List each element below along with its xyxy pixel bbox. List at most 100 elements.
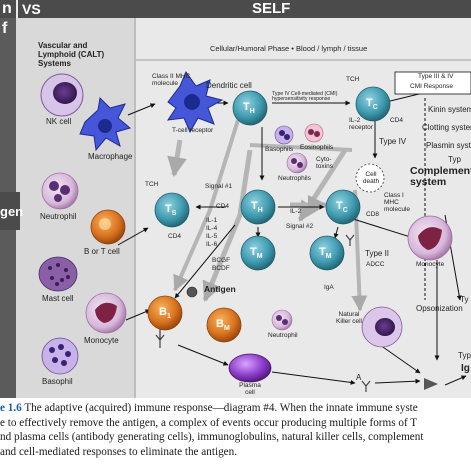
left-label-nk: NK cell xyxy=(46,117,72,126)
top-bar-text: Cellular/Humoral Phase • Blood / lymph /… xyxy=(210,44,368,53)
natural-killer-cell-image xyxy=(361,306,403,348)
left-title-2: Lymphoid (CALT) xyxy=(38,50,105,59)
label-cytotoxins: Cyto- toxins xyxy=(316,156,333,170)
label-clotting: Clotting system xyxy=(422,123,471,132)
label-monocyte-right: Monocyte xyxy=(416,261,445,268)
label-ig-right: Ig xyxy=(461,363,470,374)
left-label-bt: B or T cell xyxy=(84,247,120,256)
caption-line-2: e to effectively remove the antigen, a c… xyxy=(0,416,418,429)
label-type4-cmi: Type IV Cell-mediated (CMI) hypersensiti… xyxy=(272,91,338,103)
label-cd4-left: CD4 xyxy=(168,233,182,240)
left-label-monocyte: Monocyte xyxy=(84,336,119,345)
eosinophils-icon xyxy=(304,123,324,143)
tc-mid-letter: TC xyxy=(336,200,348,215)
header-self: SELF xyxy=(252,0,291,17)
b-or-t-cell-image xyxy=(90,209,126,245)
label-bcdf: BCDF xyxy=(212,265,230,272)
label-signal1: Signal #1 xyxy=(205,183,233,190)
antigen-complex-right xyxy=(424,378,438,390)
figure-panel: n VS SELF f Vascular and Lymphoid (CALT)… xyxy=(0,0,471,398)
label-cmi-response: CMI Response xyxy=(410,83,453,90)
label-class1-mhc: Class I MHC molecule xyxy=(384,192,411,213)
label-il1: IL-1 xyxy=(206,217,218,224)
antigen-icon xyxy=(186,286,198,298)
label-il2-receptor: IL-2 receptor xyxy=(349,117,373,131)
label-plasma-cell: Plasma cell xyxy=(239,382,261,396)
tc-cell-mid xyxy=(325,189,361,225)
label-neutrophils: Neutrophils xyxy=(278,175,311,182)
caption-fig-number: e 1.6 xyxy=(0,402,22,414)
antibody-glyphs xyxy=(155,234,371,392)
label-type2: Type II xyxy=(365,249,390,258)
plasma-cell-image xyxy=(228,353,272,383)
caption-line-1: e 1.6 The adaptive (acquired) immune res… xyxy=(0,402,418,414)
caption-line-3: nd plasma cells (antibody generating cel… xyxy=(0,431,424,444)
label-antigen: Antigen xyxy=(204,284,236,294)
left-label-neutrophil: Neutrophil xyxy=(40,212,77,221)
ts-cell xyxy=(154,192,190,228)
tc-cell-top xyxy=(355,86,391,122)
label-il4: IL-4 xyxy=(206,225,218,232)
neutrophil-mid-icon xyxy=(271,309,293,331)
mast-cell-image xyxy=(38,256,78,292)
ts-letter: TS xyxy=(165,203,177,218)
cmi-box xyxy=(394,71,471,95)
label-cell-death: Cell death xyxy=(362,171,380,185)
label-tch-mid: TCH xyxy=(145,181,159,188)
left-title-1: Vascular and xyxy=(38,41,88,50)
tm-left-letter: TM xyxy=(250,246,263,261)
monocyte-image-right xyxy=(407,215,453,261)
label-il2-mid: IL-2 xyxy=(290,208,302,215)
tm-right-letter: TM xyxy=(319,246,332,261)
header-left-bar xyxy=(0,0,16,18)
monocyte-image-left xyxy=(85,292,127,334)
label-dendritic: Dendritic cell xyxy=(206,81,252,90)
label-a1: A xyxy=(356,373,362,382)
macrophage-image xyxy=(79,96,132,152)
left-label-mast: Mast cell xyxy=(42,294,74,303)
bm-cell xyxy=(206,307,242,343)
nk-cell-image xyxy=(40,73,84,117)
label-complement: Complement system xyxy=(410,165,471,189)
antigen-box xyxy=(0,192,20,230)
diagram-graphics xyxy=(0,0,471,398)
label-bcgf: BCGF xyxy=(212,257,231,264)
tm-cell-right xyxy=(309,235,345,271)
label-tcell-receptor: T-cell receptor xyxy=(172,127,214,134)
header-left-partial-2: f xyxy=(2,20,8,37)
label-type3-4: Type III & IV xyxy=(418,73,454,80)
neutrophil-image xyxy=(41,172,79,210)
th-cell-mid xyxy=(240,189,276,225)
tm-cell-left xyxy=(240,235,276,271)
label-typ-right: Typ xyxy=(458,351,471,360)
th-mid-letter: TH xyxy=(251,200,263,215)
b1-letter: B1 xyxy=(159,306,171,321)
header-left-partial: n xyxy=(2,0,12,17)
basophils-icon xyxy=(274,125,294,145)
label-opsonization: Opsonization xyxy=(416,304,463,313)
neutrophils-icon xyxy=(286,152,308,174)
label-adcc: ADCC xyxy=(366,261,385,268)
th-top-letter: TH xyxy=(243,101,255,116)
tc-top-letter: TC xyxy=(366,97,378,112)
label-cd4-mid: CD4 xyxy=(216,203,230,210)
left-title-3: Systems xyxy=(38,59,71,68)
label-signal2: Signal #2 xyxy=(286,223,314,230)
left-label-macrophage: Macrophage xyxy=(88,152,133,161)
figure-caption: e 1.6 The adaptive (acquired) immune res… xyxy=(0,401,471,459)
th-cell-top xyxy=(232,90,268,126)
label-ty-right: Ty xyxy=(460,295,469,304)
label-plasmin: Plasmin system xyxy=(426,141,471,150)
label-basophils: Basophils xyxy=(265,146,294,153)
label-kinin: Kinin system xyxy=(428,105,471,114)
dendritic-cell-image xyxy=(166,70,224,134)
label-tch-top: TCH xyxy=(346,76,360,83)
label-il6: IL-6 xyxy=(206,241,218,248)
label-mhc2: Class II MHC molecule xyxy=(152,73,191,87)
label-eosinophils: Eosinophils xyxy=(300,144,334,151)
header-bar xyxy=(18,0,471,18)
label-cd4-top: CD4 xyxy=(390,117,404,124)
label-iga: IgA xyxy=(324,284,334,291)
label-nk-cell: Natural Killer cell xyxy=(336,311,363,325)
caption-line-4: and cell-mediated responses to eliminate… xyxy=(0,445,238,458)
